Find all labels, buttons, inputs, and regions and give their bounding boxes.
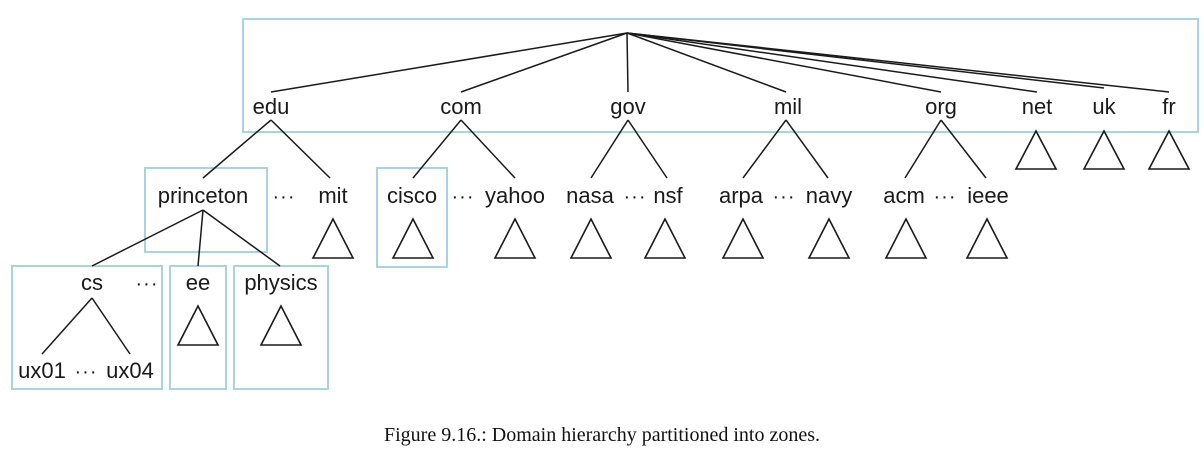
edge-org-acm xyxy=(904,119,942,179)
node-acm: acm xyxy=(883,183,925,208)
edge-gov-nasa xyxy=(590,119,629,179)
node-gov: gov xyxy=(610,94,645,119)
node-ee: ee xyxy=(186,270,210,295)
edge-princeton-ee xyxy=(197,209,204,267)
edge-root-org xyxy=(626,32,942,93)
node-edu: edu xyxy=(253,94,290,119)
edge-com-yahoo xyxy=(460,119,516,179)
edge-cs-ux04 xyxy=(91,297,131,355)
node-ux04: ux04 xyxy=(106,358,154,383)
node-ieee: ieee xyxy=(967,183,1009,208)
node-net: net xyxy=(1022,94,1053,119)
ellipsis-org: ··· xyxy=(934,186,957,208)
subtree-fr-icon xyxy=(1147,129,1191,170)
ellipsis-cs: ··· xyxy=(75,361,98,383)
ellipsis-mil: ··· xyxy=(773,186,796,208)
node-fr: fr xyxy=(1162,94,1175,119)
zone-root xyxy=(242,18,1199,133)
second-level-edges xyxy=(202,119,987,179)
edge-root-gov xyxy=(626,32,629,93)
subtree-nasa-icon xyxy=(569,217,613,259)
ellipsis-edu: ··· xyxy=(273,186,296,208)
subtree-navy-icon xyxy=(807,217,851,259)
node-nasa: nasa xyxy=(566,183,614,208)
node-cs: cs xyxy=(81,270,103,295)
zone-princeton xyxy=(144,167,268,253)
node-labels: edu com gov mil org net uk fr princeton … xyxy=(18,94,1176,383)
root-edges xyxy=(270,32,1170,93)
zone-cs xyxy=(11,265,163,390)
figure-caption: Figure 9.16.: Domain hierarchy partition… xyxy=(383,424,820,446)
edge-gov-nsf xyxy=(627,119,668,179)
node-navy: navy xyxy=(806,183,852,208)
edge-mil-arpa xyxy=(742,119,787,179)
edge-cs-ux01 xyxy=(41,297,93,355)
subtree-cisco-icon xyxy=(391,217,435,259)
node-cisco: cisco xyxy=(387,183,437,208)
edge-com-cisco xyxy=(412,119,462,179)
edge-org-ieee xyxy=(940,119,987,179)
node-org: org xyxy=(925,94,957,119)
edge-root-com xyxy=(460,32,628,93)
node-mil: mil xyxy=(774,94,802,119)
node-princeton: princeton xyxy=(158,183,249,208)
zones xyxy=(11,18,1199,390)
subtree-acm-icon xyxy=(884,217,928,259)
node-mit: mit xyxy=(318,183,347,208)
edge-root-edu xyxy=(270,32,628,93)
edge-root-fr xyxy=(626,32,1170,93)
third-level-edges xyxy=(41,209,281,355)
edge-princeton-physics xyxy=(202,209,281,267)
edge-root-net xyxy=(626,32,1038,93)
subtree-ee-icon xyxy=(176,304,220,346)
ellipsis-com: ··· xyxy=(452,186,475,208)
ellipsis-princeton: ··· xyxy=(136,273,159,295)
node-uk: uk xyxy=(1092,94,1116,119)
node-physics: physics xyxy=(244,270,317,295)
edge-root-mil xyxy=(626,32,787,93)
edge-mil-navy xyxy=(785,119,829,179)
node-ux01: ux01 xyxy=(18,358,66,383)
subtree-uk-icon xyxy=(1082,129,1126,170)
zone-physics xyxy=(233,265,329,390)
subtree-ieee-icon xyxy=(965,217,1009,259)
edge-princeton-cs xyxy=(91,209,204,267)
subtree-mit-icon xyxy=(311,217,355,259)
subtree-nsf-icon xyxy=(643,217,687,259)
node-yahoo: yahoo xyxy=(485,183,545,208)
edge-edu-princeton xyxy=(202,119,272,179)
edge-edu-mit xyxy=(270,119,331,179)
ellipsis-gov: ··· xyxy=(624,186,647,208)
zone-cisco xyxy=(376,167,448,268)
subtree-triangles xyxy=(176,129,1191,346)
subtree-physics-icon xyxy=(259,304,303,346)
subtree-net-icon xyxy=(1014,129,1058,170)
domain-hierarchy-diagram: edu com gov mil org net uk fr princeton … xyxy=(11,18,1199,390)
node-nsf: nsf xyxy=(653,183,683,208)
node-arpa: arpa xyxy=(719,183,764,208)
subtree-yahoo-icon xyxy=(493,217,537,259)
node-com: com xyxy=(440,94,482,119)
subtree-arpa-icon xyxy=(721,217,765,259)
